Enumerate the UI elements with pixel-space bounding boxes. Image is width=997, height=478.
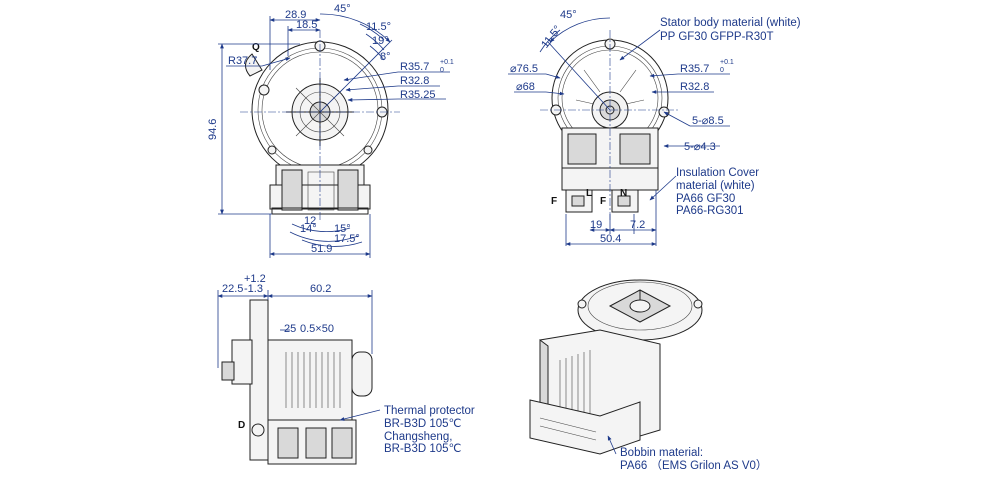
view2-dim-19: 19 (590, 219, 602, 231)
view1-dim-17-5deg: 17.5° (334, 233, 360, 245)
view2-dim-5-8-5: 5-⌀8.5 (692, 115, 724, 127)
view2-note-stator-2: PP GF30 GFPP-R30T (660, 31, 774, 43)
view3-dim-22-5: 22.5 (222, 283, 243, 295)
view1-front-view: 28.9 18.5 45° 11.5° 19° 8° Q R37.7 R35.7… (207, 3, 454, 258)
view2-note-insulation-3: PA66 GF30 (676, 193, 735, 205)
view2-dim-r35-7-tol-up: +0.1 (720, 59, 734, 66)
view2-dim-68: ⌀68 (516, 81, 535, 93)
view2-dim-45deg: 45° (560, 9, 577, 21)
view1-dim-14deg: 14° (300, 223, 317, 235)
view2-note-insulation-1: Insulation Cover (676, 167, 759, 179)
view1-dim-45deg: 45° (334, 3, 351, 15)
view3-coil-windings (285, 352, 341, 408)
view3-dim-60-2: 60.2 (310, 283, 331, 295)
view3-dim-25: 25 (284, 323, 296, 335)
view2-note-insulation-2: material (white) (676, 180, 755, 192)
view2-dim-76-5: ⌀76.5 (510, 63, 538, 75)
view1-dim-19deg: 19° (372, 35, 389, 47)
view2-dim-r32-8: R32.8 (680, 81, 709, 93)
view2-dim-7-2: 7.2 (630, 219, 645, 231)
view1-dim-r37-7: R37.7 (228, 55, 257, 67)
view2-dim-r35-7: R35.7 (680, 63, 709, 75)
view4-note-bobbin-2: PA66 （EMS Grilon AS V0） (620, 459, 767, 472)
view4-isometric-view: Bobbin material: PA66 （EMS Grilon AS V0） (529, 279, 767, 472)
view1-dim-11-5deg: 11.5° (366, 21, 391, 33)
view2-label-n: N (620, 188, 627, 199)
view1-dim-15deg: 15° (334, 223, 351, 235)
view3-dim-tol-dn: -1.3 (244, 283, 263, 295)
view1-dim-8deg: 8° (380, 51, 391, 63)
view1-dim-r35-7-tol-dn: 0 (440, 67, 444, 74)
view3-dim-0-5x50: 0.5×50 (300, 323, 334, 335)
view3-note-thermal-4: BR-B3D 105℃ (384, 443, 462, 455)
view3-note-thermal-3: Changsheng, (384, 431, 452, 443)
view2-note-stator-1: Stator body material (white) (660, 17, 801, 29)
view2-label-l: L (586, 188, 592, 199)
view1-lower-body (269, 164, 371, 215)
view2-note-insulation-4: PA66-RG301 (676, 205, 744, 217)
view1-label-q: Q (252, 42, 260, 53)
view1-dim-28-9: 28.9 (285, 9, 306, 21)
view3-note-thermal-1: Thermal protector (384, 405, 475, 417)
view2-dim-11-5deg: 11.5° (539, 24, 564, 51)
view1-dim-18-5: 18.5 (296, 19, 317, 31)
view1-dim-r35-25: R35.25 (400, 89, 435, 101)
view3-body (221, 299, 373, 465)
view4-note-bobbin-1: Bobbin material: (620, 447, 703, 459)
view2-label-f: F (551, 196, 557, 207)
view1-dim-r35-7-tol-up: +0.1 (440, 59, 454, 66)
view2-dim-5-4-3: 5-⌀4.3 (684, 141, 716, 153)
view2-label-f2: F (600, 196, 606, 207)
view3-side-view: D 22.5 +1.2 -1.3 60.2 25 0.5×50 Thermal … (217, 273, 475, 465)
view1-dim-51-9: 51.9 (311, 243, 332, 255)
view3-note-thermal-2: BR-B3D 105℃ (384, 418, 462, 430)
view1-dim-12: 12 (304, 215, 316, 227)
view3-dim-tol-up: +1.2 (244, 273, 266, 285)
view1-dim-r35-7: R35.7 (400, 61, 429, 73)
view1-dim-94-6: 94.6 (207, 119, 219, 140)
view2-front-view: F L F N 45° 11.5° ⌀76.5 ⌀68 R35.7 +0.1 0… (508, 9, 801, 246)
view2-dim-50-4: 50.4 (600, 233, 621, 245)
view2-dim-r35-7-tol-dn: 0 (720, 67, 724, 74)
view4-pump-body (529, 279, 703, 455)
view1-dim-r32-8: R32.8 (400, 75, 429, 87)
view3-label-d: D (238, 420, 245, 431)
